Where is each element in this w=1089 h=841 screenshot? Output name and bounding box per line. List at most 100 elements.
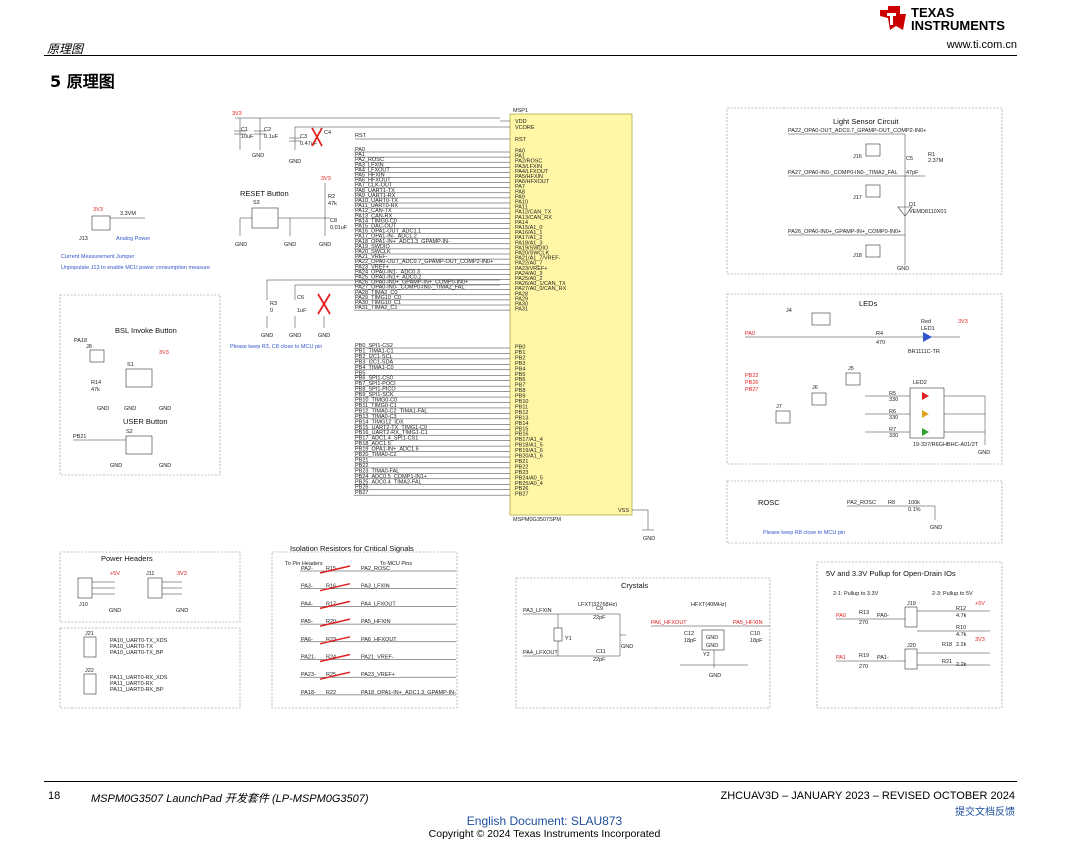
jumper-note-1: Current Measurement Jumper [61, 254, 135, 260]
gnd-label: GND [261, 333, 273, 339]
j6-label: J6 [812, 385, 818, 391]
gnd-label: GND [109, 608, 121, 614]
c12-label: C12 [684, 631, 694, 637]
led2-red-icon [922, 392, 929, 400]
r1-label: R1 [928, 152, 935, 158]
pb-pin-label: PB17/A1_4 [515, 437, 543, 443]
pa-net-label: PA3_LFXIN [355, 162, 384, 168]
pa0x-net: PA0- [877, 613, 889, 619]
footer-rule [44, 781, 1017, 782]
pa-pin-label: PA14 [515, 220, 528, 226]
ti-logo: TEXAS INSTRUMENTS [878, 4, 1018, 33]
r8-label: R8 [888, 500, 895, 506]
j11-label: J11 [146, 571, 154, 577]
j22-pin3: PA11_UART0-RX_BP [110, 687, 164, 693]
pa-pin-label: PA20/SWCLK [515, 251, 549, 257]
j5-label: J5 [848, 366, 854, 372]
iso-right-net: PA2_ROSC [361, 566, 390, 572]
c9-label: C9 [596, 606, 603, 612]
pb-pin-label: PB18/A1_5 [515, 443, 543, 449]
y2-crystal [701, 629, 725, 651]
rosc-note: Please keep R8 close to MCU pin [763, 530, 845, 536]
pb-net-label: PB12_TIMA0-C2_TIMA1-FAL [355, 408, 427, 414]
light-title: Light Sensor Circuit [833, 117, 899, 126]
r10-value: 4.7k [956, 632, 967, 638]
v3v3-label: 3V3 [93, 207, 103, 213]
r2-label: R2 [328, 194, 335, 200]
gnd-label: GND [235, 242, 247, 248]
r13-value: 270 [859, 620, 868, 626]
pa-net-label: PA6_HFXOUT [355, 178, 391, 184]
gnd-label: GND [124, 406, 136, 412]
pa-pin-label: PA28 [515, 291, 528, 297]
pa-net-label: PA25_OPA0-IN1+_ADC0.2 [355, 275, 421, 281]
pb-pin-label: PB21 [515, 459, 528, 465]
gnd-label: GND [706, 643, 718, 649]
pa-pin-label: PA6/HFXOUT [515, 179, 550, 185]
bsl-user-block [59, 294, 221, 476]
c8-label: C8 [330, 218, 337, 224]
v3v3-label: 3V3 [975, 637, 985, 643]
website-link[interactable]: www.ti.com.cn [946, 39, 1017, 51]
pb-pin-label: PB20/A1_6 [515, 454, 543, 460]
pa-pin-label: PA27/A0_0/CAN_RX [515, 286, 567, 292]
pb-net-label: PB24_ADC0.5_COMP1-IN1+ [355, 474, 427, 480]
mcu-pin-label: VDD [515, 119, 527, 125]
r4-value: 470 [876, 340, 885, 346]
j7-label: J7 [776, 404, 782, 410]
light-sensor-block [726, 107, 1003, 275]
c5-label: C5 [906, 156, 913, 162]
j6-header [811, 392, 827, 406]
j20-header [904, 648, 918, 670]
gnd-label: GND [706, 635, 718, 641]
feedback-link[interactable]: 提交文档反馈 [955, 807, 1015, 818]
english-doc-link[interactable]: English Document: SLAU873 [466, 814, 623, 828]
pb-net-label: PB11_TIMG0-C1 [355, 403, 397, 409]
revision-info: ZHCUAV3D – JANUARY 2023 – REVISED OCTOBE… [720, 790, 1015, 802]
photodiode-icon [897, 206, 913, 217]
r6-value: 330 [889, 415, 898, 421]
pa-net-label: PA11_UART0-RX [355, 203, 398, 209]
pa-pin-label: PA8 [515, 189, 525, 195]
pa4-net: PA4_LFXOUT [523, 650, 558, 656]
iso-left-net: PA23- [301, 672, 316, 678]
user-switch [125, 435, 153, 455]
pa-net-label: PA15_DAC-OUT [355, 224, 397, 230]
pb-pin-label: PB1 [515, 350, 525, 356]
to-mcu-pins: To MCU Pins [380, 561, 412, 567]
pa-net-label: PA21_VREF- [355, 254, 388, 260]
r12-value: 4.7k [956, 613, 967, 619]
pa-net-label: PA20_SWCLK [355, 249, 391, 255]
c9-value: 22pF [593, 615, 606, 621]
pb-net-label: PB22 [355, 463, 368, 469]
r14-value: 47k [91, 387, 100, 393]
pa-net-label: PA18_OPA1-IN+_ADC1.3_GPAMP-IN- [355, 239, 450, 245]
pa3-net: PA3_LFXIN [523, 608, 552, 614]
iso-right-net: PA6_HFXOUT [361, 637, 397, 643]
bsl-title: BSL Invoke Button [115, 326, 177, 335]
pb26-net: PB26 [745, 380, 758, 386]
to-pin-headers: To Pin Headers [285, 561, 323, 567]
pullup-title: 5V and 3.3V Pullup for Open-Drain IOs [826, 569, 956, 578]
logo-text-2: INSTRUMENTS [911, 18, 1005, 32]
pa-pin-label: PA10 [515, 200, 528, 206]
pa-net-label: PA31_TIMA2_C1 [355, 305, 397, 311]
pa-pin-label: PA12/CAN_TX [515, 210, 552, 216]
pa1-net: PA1 [836, 655, 846, 661]
r5-label: R5 [889, 391, 896, 397]
pa-net-label: PA16_OPA1-OUT_ADC1.1 [355, 229, 421, 235]
pb22-net: PB22 [745, 373, 758, 379]
header-rule [44, 55, 1017, 56]
j16-label: J16 [853, 154, 862, 160]
pa-pin-label: PA26/A0_1/CAN_TX [515, 281, 566, 287]
pb-pin-label: PB9 [515, 394, 525, 400]
j21-pin2: PA10_UART0-TX [110, 644, 153, 650]
pa-net-label: PA30_TIMG10_C1 [355, 300, 401, 306]
pb-net-label: PB2_I2C1-SCL [355, 354, 393, 360]
j19-header [904, 606, 918, 628]
pb27-net: PB27 [745, 387, 758, 393]
pa-net-label: PA13_CAN-RX [355, 213, 393, 219]
r2-value: 47k [328, 201, 337, 207]
pb-pin-label: PB14 [515, 421, 528, 427]
iso-resistor: R15 [326, 566, 336, 572]
